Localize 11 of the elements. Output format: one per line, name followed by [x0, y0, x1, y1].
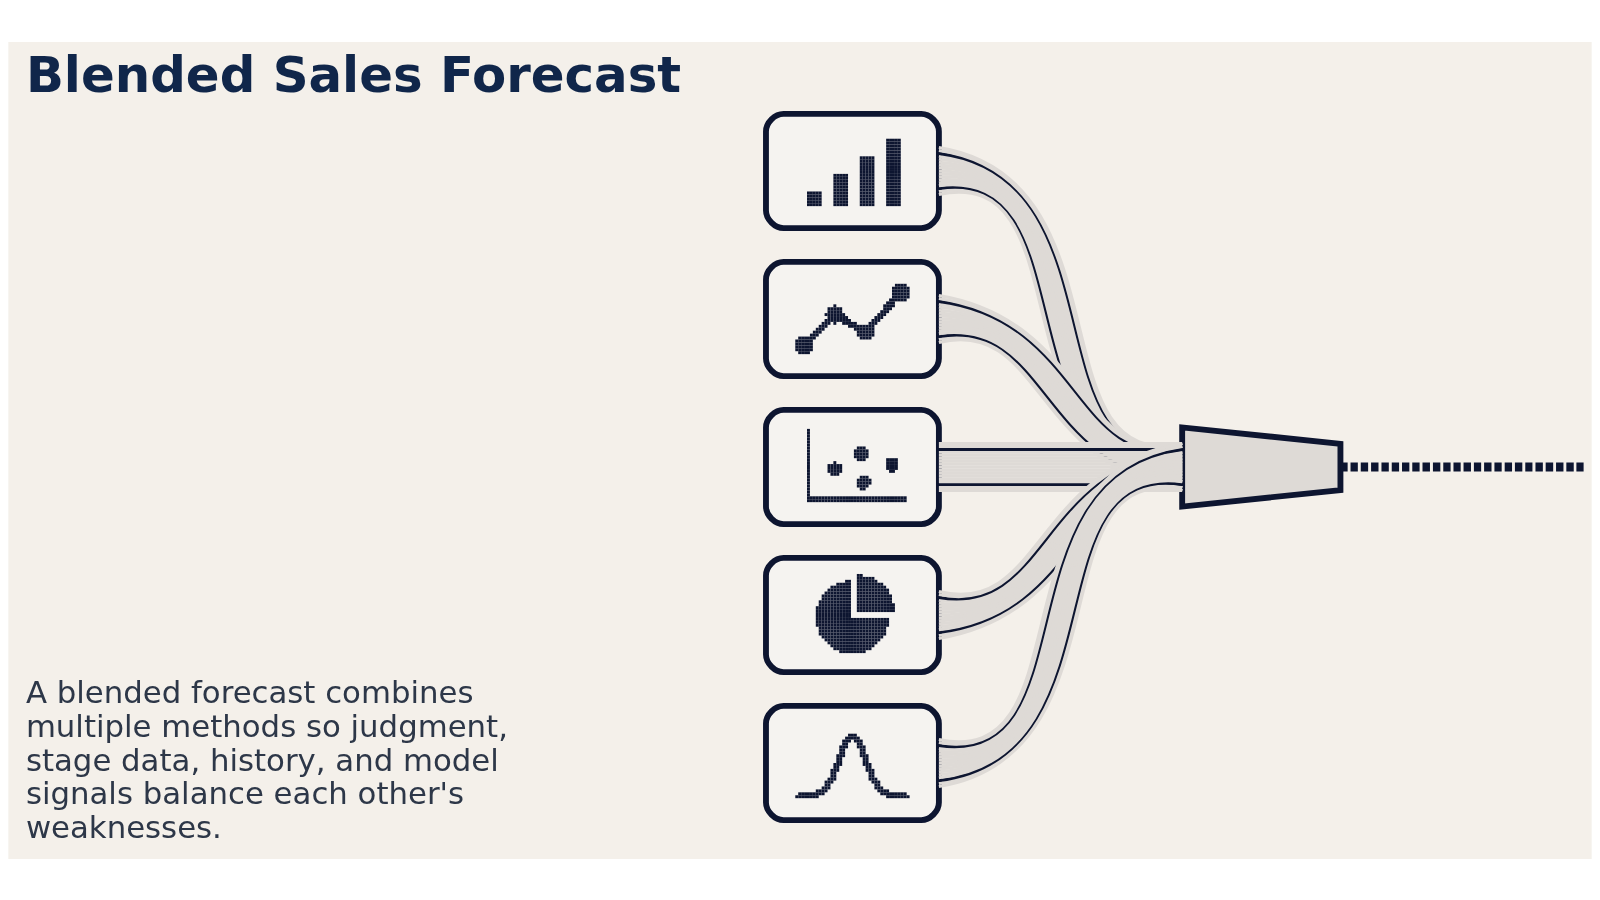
- node-picture: [763, 702, 942, 823]
- label: A blended forecast combines multiple methods so judgment, stage data, history, and model signals balance each other's weaknesses.: [25, 673, 508, 845]
- connector: [938, 441, 1183, 788]
- node-picture: [763, 110, 942, 231]
- node-picture: [763, 258, 942, 379]
- connector: [1340, 462, 1584, 471]
- connector: [938, 441, 1183, 640]
- node-picture: [763, 406, 942, 527]
- node-trapezoid: [1179, 423, 1344, 510]
- diagram-title: Blended Sales Forecast: [25, 45, 682, 104]
- node-picture: [763, 554, 942, 675]
